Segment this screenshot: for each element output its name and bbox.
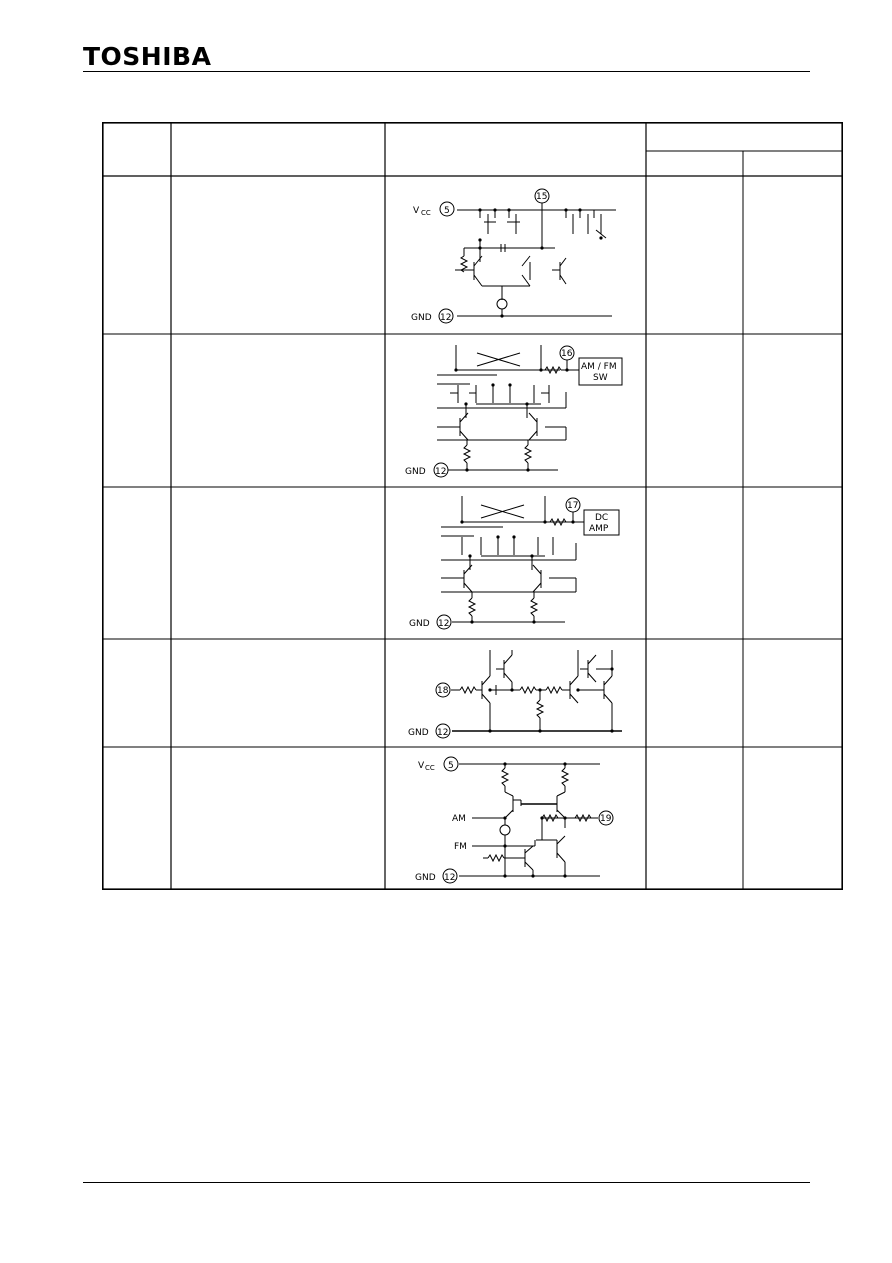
header-rule (83, 71, 810, 72)
toshiba-logo: TOSHIBA (83, 42, 212, 71)
table-grid (102, 122, 843, 890)
pin-description-table (102, 122, 843, 890)
footer-rule (83, 1182, 810, 1183)
